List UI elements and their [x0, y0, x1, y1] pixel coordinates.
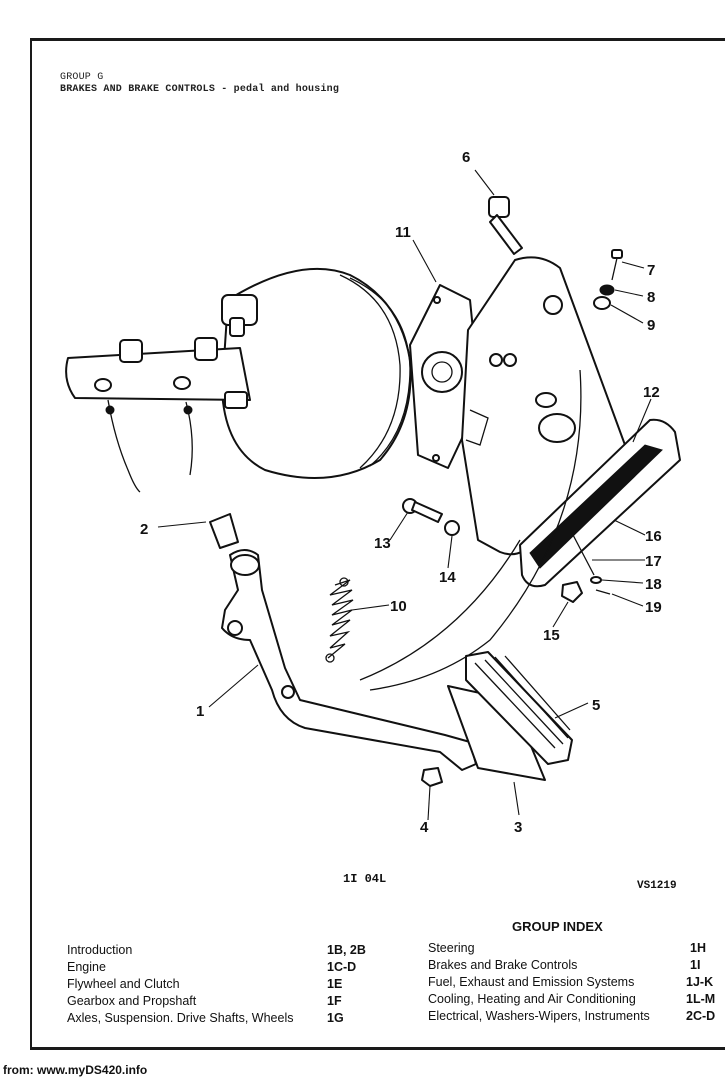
group-label: GROUP G	[60, 72, 104, 83]
page-frame-bottom	[30, 1047, 725, 1050]
rod-17-drawing	[571, 532, 595, 576]
index-item-gearbox: Gearbox and Propshaft	[67, 994, 197, 1008]
hardware-7-9-drawing	[593, 249, 623, 310]
callout-17: 17	[645, 553, 662, 570]
page-frame-left	[30, 38, 32, 1048]
pedal-pad-drawing	[447, 651, 573, 781]
index-code-introduction: 1B, 2B	[327, 943, 366, 957]
callout-15: 15	[543, 627, 560, 644]
callout-6: 6	[462, 149, 470, 166]
callout-18: 18	[645, 576, 662, 593]
master-cylinder-drawing	[65, 337, 251, 493]
page-code: 1I 04L	[343, 872, 387, 886]
index-code-brakes: 1I	[690, 958, 701, 972]
index-item-electrical: Electrical, Washers-Wipers, Instruments	[428, 1009, 650, 1023]
callout-4: 4	[420, 819, 429, 836]
group-index-heading: GROUP INDEX	[512, 919, 603, 934]
bush-2-drawing	[209, 513, 239, 549]
figure-reference: VS1219	[637, 880, 677, 892]
callout-10: 10	[390, 598, 407, 615]
nut-15-drawing	[561, 581, 583, 603]
index-code-axles: 1G	[327, 1011, 344, 1025]
callout-1: 1	[196, 703, 204, 720]
index-code-cooling: 1L-M	[686, 992, 716, 1006]
cable-drawing	[359, 539, 521, 681]
index-item-axles: Axles, Suspension. Drive Shafts, Wheels	[67, 1011, 294, 1025]
callout-9: 9	[647, 317, 655, 334]
callout-3: 3	[514, 819, 522, 836]
washer-14-drawing	[444, 520, 460, 536]
index-item-cooling: Cooling, Heating and Air Conditioning	[428, 992, 636, 1006]
page-frame-top	[30, 38, 725, 41]
index-code-electrical: 2C-D	[686, 1009, 716, 1023]
callout-19: 19	[645, 599, 662, 616]
index-item-fuel: Fuel, Exhaust and Emission Systems	[428, 975, 635, 989]
spring-10-drawing	[325, 577, 354, 663]
index-code-fuel: 1J-K	[686, 975, 714, 989]
callout-14: 14	[439, 569, 456, 586]
index-code-flywheel: 1E	[327, 977, 343, 991]
index-item-introduction: Introduction	[67, 943, 133, 957]
callout-5: 5	[592, 697, 600, 714]
index-item-engine: Engine	[67, 960, 106, 974]
callout-2: 2	[140, 521, 148, 538]
bolt-6-drawing	[488, 196, 523, 255]
callout-16: 16	[645, 528, 662, 545]
callout-13: 13	[374, 535, 391, 552]
bolt-13-drawing	[402, 498, 443, 523]
nut-4-drawing	[421, 767, 443, 787]
callout-7: 7	[647, 262, 655, 279]
callout-8: 8	[647, 289, 655, 306]
callout-11: 11	[395, 224, 411, 241]
pedal-housing-drawing	[461, 256, 626, 556]
exploded-diagram: 1 2 3 4 5 6 7 8 9 10 11 12 13 14 15 16 1…	[65, 149, 681, 836]
callout-12: 12	[643, 384, 660, 401]
source-footer: from: www.myDS420.info	[3, 1063, 148, 1077]
index-item-brakes: Brakes and Brake Controls	[428, 958, 578, 972]
index-code-steering: 1H	[690, 941, 706, 955]
cable-drawing-2	[369, 369, 582, 691]
brake-servo-drawing	[221, 267, 412, 479]
washer-18-drawing	[590, 576, 602, 584]
pin-19-drawing	[595, 589, 611, 595]
index-item-flywheel: Flywheel and Clutch	[67, 977, 180, 991]
cover-plate-drawing	[519, 418, 681, 588]
index-item-steering: Steering	[428, 941, 475, 955]
section-title: BRAKES AND BRAKE CONTROLS - pedal and ho…	[60, 84, 340, 95]
brake-pedal-drawing	[221, 549, 477, 771]
index-code-gearbox: 1F	[327, 994, 342, 1008]
index-code-engine: 1C-D	[327, 960, 357, 974]
